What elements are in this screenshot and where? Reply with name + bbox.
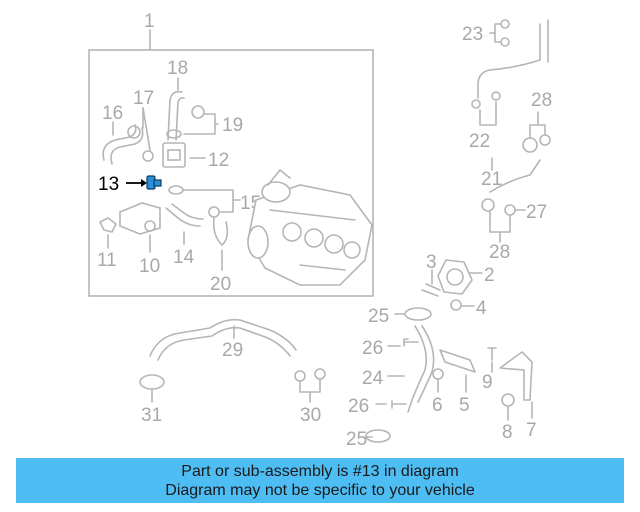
pipe-29b <box>157 326 291 361</box>
callout-28a: 28 <box>531 90 552 111</box>
banner-line-1: Part or sub-assembly is #13 in diagram <box>181 463 459 480</box>
callout-21: 21 <box>481 169 502 190</box>
valve-10-port <box>144 220 156 232</box>
callout-5: 5 <box>459 395 470 416</box>
pipe-24 <box>407 325 428 413</box>
leader-28a <box>529 111 546 139</box>
callout-18: 18 <box>167 58 188 79</box>
callout-7: 7 <box>526 420 537 441</box>
callout-1: 1 <box>144 11 155 32</box>
pipe-21c <box>489 159 541 193</box>
washer-6 <box>432 368 444 380</box>
callout-25b: 25 <box>346 429 367 450</box>
callout-22: 22 <box>469 131 490 152</box>
callout-31: 31 <box>141 405 162 426</box>
callout-4: 4 <box>476 298 487 319</box>
seal-22a <box>471 99 481 109</box>
callout-28b: 28 <box>489 242 510 263</box>
stud-3 <box>421 283 441 297</box>
pipe-20 <box>212 217 229 246</box>
fitting-19a <box>191 105 205 119</box>
banner-line-2: Diagram may not be specific to your vehi… <box>165 482 475 499</box>
clip-23a <box>500 19 510 29</box>
clip-23b <box>500 37 510 47</box>
callout-19: 19 <box>222 115 243 136</box>
callout-26a: 26 <box>362 338 383 359</box>
pipe-24b <box>417 325 435 403</box>
seal-22b <box>491 91 501 101</box>
callout-23: 23 <box>462 24 483 45</box>
callout-14: 14 <box>173 247 195 268</box>
hose-18 <box>167 90 183 141</box>
valve-12-top <box>167 149 181 161</box>
bracket-11 <box>99 217 117 233</box>
callout-13: 13 <box>98 174 119 195</box>
leader-17b <box>142 107 151 151</box>
bolt-9 <box>487 347 497 361</box>
pipe-29 <box>149 318 297 357</box>
callout-3: 3 <box>426 252 437 273</box>
bracket-5 <box>439 349 476 373</box>
leader-19 <box>183 113 219 135</box>
callout-24: 24 <box>362 368 384 389</box>
callout-8: 8 <box>502 422 513 443</box>
nut-4 <box>450 299 462 311</box>
clamp-17 <box>127 125 141 139</box>
cap-31 <box>139 374 165 390</box>
bracket-7 <box>499 351 533 401</box>
turbo-manifold <box>247 169 373 286</box>
pipe-21 <box>477 23 541 99</box>
callout-25a: 25 <box>368 306 389 327</box>
seal-30a <box>294 370 306 382</box>
seal-30b <box>314 368 326 380</box>
callout-9: 9 <box>482 372 493 393</box>
valve-10 <box>119 202 161 235</box>
hose-14-inner <box>171 203 204 220</box>
fitting-19b <box>166 129 182 139</box>
leader-15 <box>183 189 241 213</box>
seal-15a <box>168 185 184 195</box>
assembly-frame <box>88 49 374 297</box>
callout-20: 20 <box>210 274 231 295</box>
arrow-13 <box>141 179 147 187</box>
seal-28a <box>522 137 538 153</box>
seal-15b <box>208 206 220 218</box>
callout-6: 6 <box>432 395 443 416</box>
seal-27a <box>481 198 495 212</box>
callout-27: 27 <box>526 202 547 223</box>
leader-23 <box>489 23 501 43</box>
callout-30: 30 <box>300 405 321 426</box>
bolt-26a <box>403 338 419 347</box>
hose-14 <box>165 207 201 227</box>
gasket-2-hole <box>446 268 464 286</box>
seal-27b <box>504 204 516 216</box>
gasket-25a <box>404 307 432 321</box>
part-info-banner: Part or sub-assembly is #13 in diagram D… <box>16 458 624 503</box>
seal-28b <box>539 134 551 146</box>
bolt-13-icon <box>146 175 162 190</box>
callout-2: 2 <box>484 265 495 286</box>
callout-12: 12 <box>208 150 229 171</box>
bolt-26b <box>391 400 407 409</box>
gasket-2 <box>437 259 473 295</box>
clamp-17b <box>142 150 154 162</box>
callout-10: 10 <box>139 256 160 277</box>
leader-22 <box>479 101 497 126</box>
bolt-8 <box>501 393 515 407</box>
leader-28b <box>489 211 511 243</box>
hose-16-inner <box>110 127 144 165</box>
leader-30 <box>299 379 321 403</box>
hose-16 <box>102 124 137 161</box>
callout-26b: 26 <box>348 396 369 417</box>
callout-29: 29 <box>222 340 243 361</box>
callout-11: 11 <box>97 250 117 271</box>
hose-18-inner <box>175 97 185 141</box>
gasket-25b <box>365 429 391 443</box>
callout-16: 16 <box>102 103 123 124</box>
callout-17: 17 <box>133 88 154 109</box>
